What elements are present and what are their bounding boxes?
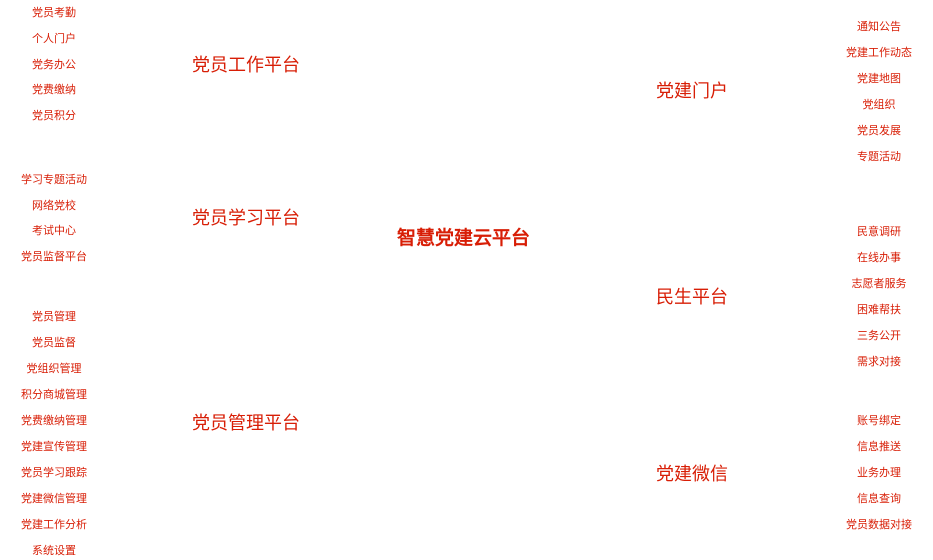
leaf-item: 志愿者服务	[851, 277, 907, 290]
leaf-item: 在线办事	[857, 251, 901, 264]
branch-wechat: 党建微信	[656, 464, 728, 485]
leaf-item: 需求对接	[857, 355, 901, 368]
leaf-item: 党组织管理	[26, 362, 82, 375]
leaf-item: 党组织	[862, 98, 896, 111]
leaf-item: 党员监督	[32, 336, 76, 349]
leaf-item: 党建工作动态	[846, 46, 912, 59]
leaf-item: 网络党校	[32, 199, 76, 212]
leaf-item: 民意调研	[857, 225, 901, 238]
center-node: 智慧党建云平台	[397, 227, 531, 249]
leaf-item: 党建工作分析	[21, 518, 87, 531]
leaf-item: 党建宣传管理	[21, 440, 87, 453]
leaf-item: 党务办公	[32, 58, 76, 71]
leaf-item: 通知公告	[857, 20, 901, 33]
leaf-item: 党员学习跟踪	[21, 466, 87, 479]
leaf-item: 党费缴纳管理	[21, 414, 87, 427]
leaf-item: 个人门户	[32, 32, 76, 45]
leaf-item: 业务办理	[857, 466, 901, 479]
leaf-item: 信息推送	[857, 440, 901, 453]
leaf-item: 系统设置	[32, 544, 76, 557]
leaf-item: 党员考勤	[32, 6, 76, 19]
leaf-item: 党员数据对接	[846, 518, 912, 531]
leaf-item: 党建地图	[857, 72, 901, 85]
leaf-item: 党费缴纳	[32, 83, 76, 96]
branch-work-platform: 党员工作平台	[192, 55, 300, 76]
branch-study-platform: 党员学习平台	[192, 208, 300, 229]
leaf-item: 积分商城管理	[21, 388, 87, 401]
leaf-item: 困难帮扶	[857, 303, 901, 316]
branch-management-platform: 党员管理平台	[192, 413, 300, 434]
leaf-item: 党员积分	[32, 109, 76, 122]
leaf-item: 党员监督平台	[21, 250, 87, 263]
leaf-item: 党员发展	[857, 124, 901, 137]
leaf-item: 学习专题活动	[21, 173, 87, 186]
leaf-item: 党员管理	[32, 310, 76, 323]
leaf-item: 账号绑定	[857, 414, 901, 427]
leaf-item: 考试中心	[32, 224, 76, 237]
leaf-item: 专题活动	[857, 150, 901, 163]
branch-portal: 党建门户	[656, 81, 728, 102]
leaf-item: 信息查询	[857, 492, 901, 505]
leaf-item: 党建微信管理	[21, 492, 87, 505]
leaf-item: 三务公开	[857, 329, 901, 342]
branch-livelihood: 民生平台	[656, 287, 728, 308]
